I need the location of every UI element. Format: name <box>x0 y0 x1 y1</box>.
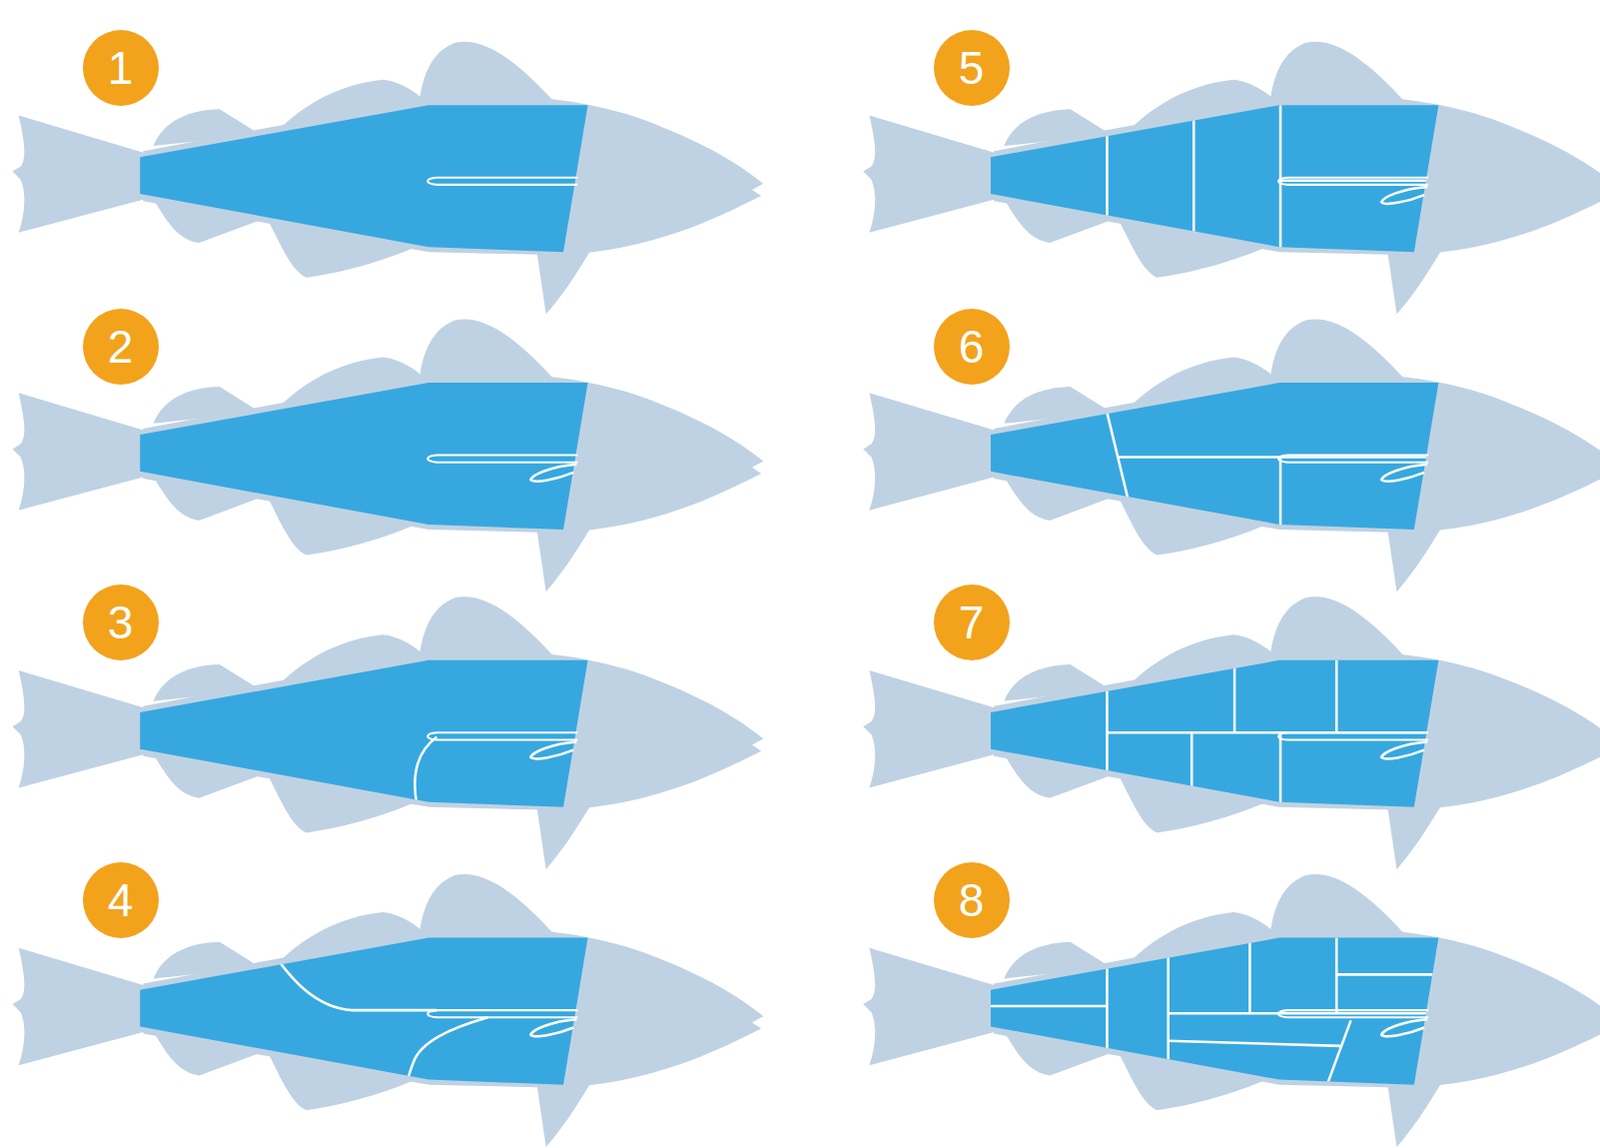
cut-lines <box>1106 555 1443 861</box>
callout-number: 1 <box>81 28 160 107</box>
fish-figure <box>12 318 765 592</box>
callout-number: 5 <box>932 28 1011 107</box>
callout-circle <box>933 29 1010 106</box>
callout-circle <box>82 308 159 385</box>
callout-number: 1 <box>107 44 134 91</box>
callout-number: 4 <box>107 876 134 923</box>
callout-circle <box>82 29 159 106</box>
callout-number: 5 <box>958 44 985 91</box>
fish-figure <box>12 596 765 869</box>
cut-lines <box>1103 399 1443 584</box>
callout-number: 3 <box>107 599 134 646</box>
cut-lines <box>267 944 489 1098</box>
cut-lines <box>1106 0 1443 306</box>
callout-number: 8 <box>932 860 1011 939</box>
callout-number: 7 <box>958 599 985 646</box>
fish-figure <box>862 318 1600 592</box>
callout-number: 3 <box>81 583 160 662</box>
callout-number: 7 <box>932 583 1011 662</box>
cut-lines <box>983 831 1444 1138</box>
callout-circle <box>933 861 1010 938</box>
callout-circle <box>82 584 159 661</box>
callout-number: 6 <box>932 307 1011 386</box>
callout-circle <box>933 584 1010 661</box>
callout-number: 8 <box>958 876 985 923</box>
fish-figure <box>862 0 1600 315</box>
callout-number: 6 <box>958 323 985 370</box>
callout-number: 2 <box>107 323 134 370</box>
cut-lines <box>415 736 438 820</box>
fish-figure <box>12 873 765 1147</box>
callout-number: 2 <box>81 307 160 386</box>
callout-circle <box>82 861 159 938</box>
callout-circle <box>933 308 1010 385</box>
fish-figure <box>862 555 1600 870</box>
fish-figure <box>12 41 765 315</box>
fish-figure <box>862 831 1600 1147</box>
callout-number: 4 <box>81 860 160 939</box>
